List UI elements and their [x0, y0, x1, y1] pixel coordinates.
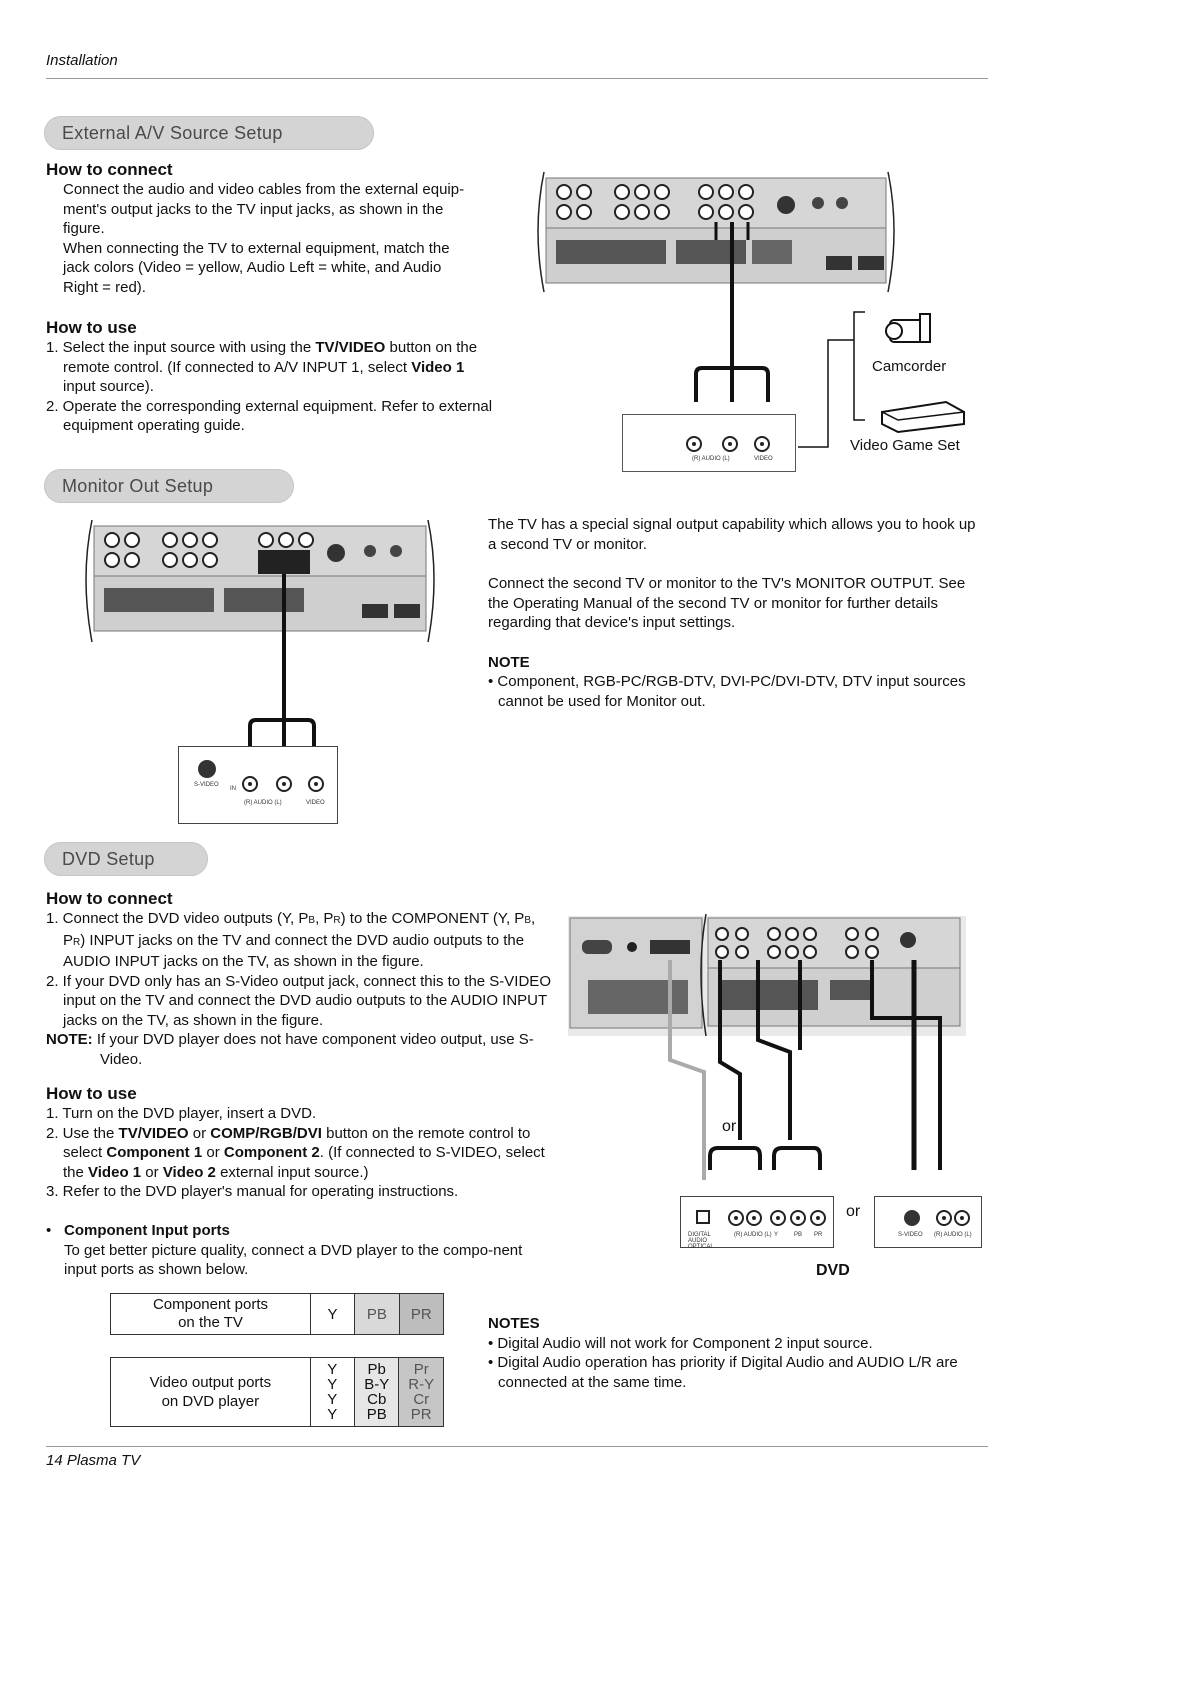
component-input-ports: •Component Input ports To get better pic…	[46, 1221, 546, 1280]
game-console-icon	[876, 398, 968, 434]
monitor-audio-r-jack	[242, 776, 258, 792]
monitor-connection-lines	[240, 642, 340, 762]
how-to-use-text: 1. Select the input source with using th…	[46, 338, 496, 436]
dvd-how-to-use-title: How to use	[46, 1084, 137, 1104]
monitor-video-jack	[308, 776, 324, 792]
audio-r-jack	[686, 436, 702, 452]
monitor-out-text: The TV has a special signal output capab…	[488, 515, 988, 711]
section-header: Installation	[46, 52, 118, 69]
dvd-pb-jack	[790, 1210, 806, 1226]
video-jack	[754, 436, 770, 452]
dvd2-audio-label: (R) AUDIO (L)	[934, 1232, 972, 1238]
audio-l-jack	[722, 436, 738, 452]
dvd-y-jack	[770, 1210, 786, 1226]
how-to-use-title: How to use	[46, 318, 137, 338]
dvd-audio-l-jack	[746, 1210, 762, 1226]
dvd2-svideo-label: S-VIDEO	[898, 1232, 923, 1238]
monitor-out-pill: Monitor Out Setup	[44, 469, 294, 503]
dvd-svideo-jack	[904, 1210, 920, 1226]
dvd-label: DVD	[816, 1262, 850, 1280]
dvd2-audio-r-jack	[936, 1210, 952, 1226]
monitor-svideo-label: S-VIDEO	[194, 782, 219, 788]
dvd-audio-label: (R) AUDIO (L)	[734, 1232, 772, 1238]
svideo-jack	[198, 760, 216, 778]
optical-jack	[696, 1210, 710, 1224]
dvd-pb-label: PB	[794, 1232, 802, 1238]
page-footer: 14 Plasma TV	[46, 1452, 140, 1469]
dvd-connect-text: 1. Connect the DVD video outputs (Y, PB,…	[46, 909, 556, 1069]
monitor-audio-l-jack	[276, 776, 292, 792]
dvd-audio-r-jack	[728, 1210, 744, 1226]
or-label-top: or	[722, 1118, 736, 1136]
tv-back-panel-monitor	[84, 518, 436, 644]
dvd-y-label: Y	[774, 1232, 778, 1238]
how-to-connect-title: How to connect	[46, 160, 173, 180]
dvd-how-to-connect-title: How to connect	[46, 889, 173, 909]
game-label: Video Game Set	[850, 437, 960, 454]
monitor-in-label: IN	[230, 786, 236, 792]
dvd-optical-label: DIGITAL AUDIO OPTICAL	[688, 1232, 728, 1250]
external-av-pill: External A/V Source Setup	[44, 116, 374, 150]
camcorder-label: Camcorder	[872, 358, 946, 375]
dvd-connection-lines	[640, 960, 960, 1200]
dvd-notes: NOTES • Digital Audio will not work for …	[488, 1314, 988, 1392]
tv-back-panel-top	[536, 170, 896, 295]
monitor-audio-label: (R) AUDIO (L)	[244, 800, 282, 806]
monitor-video-label: VIDEO	[306, 800, 325, 806]
header-rule	[46, 78, 988, 79]
box-audio-label: (R) AUDIO (L)	[692, 456, 730, 462]
dvd2-audio-l-jack	[954, 1210, 970, 1226]
connect-text: Connect the audio and video cables from …	[46, 180, 533, 297]
dvd-setup-pill: DVD Setup	[44, 842, 208, 876]
camcorder-icon	[880, 310, 940, 356]
dvd-pr-label: PR	[814, 1232, 822, 1238]
box-video-label: VIDEO	[754, 456, 773, 462]
or-label-bottom: or	[846, 1203, 860, 1221]
dvd-how-to-use-text: 1. Turn on the DVD player, insert a DVD.…	[46, 1104, 558, 1202]
dvd-pr-jack	[810, 1210, 826, 1226]
footer-rule	[46, 1446, 988, 1447]
